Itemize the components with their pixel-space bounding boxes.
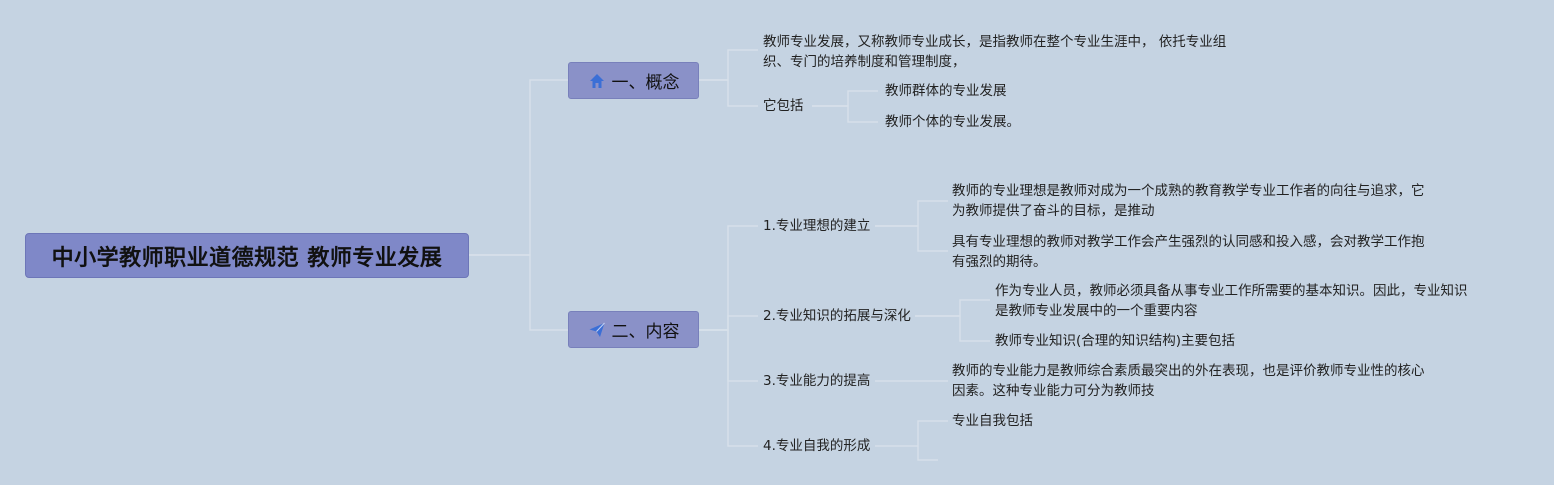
content-item-4[interactable]: 4.专业自我的形成 (763, 436, 870, 456)
branch-content-label: 二、内容 (611, 322, 680, 342)
content-item-2-label: 2.专业知识的拓展与深化 (763, 308, 911, 324)
content-item-4-label: 4.专业自我的形成 (763, 438, 871, 454)
concept-includes-label: 它包括 (763, 98, 804, 114)
item-1-detail-a-line2: 为教师提供了奋斗的目标，是推动 (952, 203, 1155, 219)
connector-includes-group (812, 90, 878, 107)
branch-content[interactable]: 二、内容 (568, 311, 699, 348)
content-item-3-label: 3.专业能力的提高 (763, 373, 871, 389)
item-2-detail-a-line1: 作为专业人员，教师必须具备从事专业工作所需要的基本知识。因此，专业知识 (995, 283, 1468, 299)
branch-concept-label: 一、概念 (611, 73, 680, 93)
content-item-2[interactable]: 2.专业知识的拓展与深化 (763, 306, 911, 326)
concept-definition-line1: 教师专业发展，又称教师专业成长，是指教师在整个专业生涯中， 依托专业组 (763, 34, 1227, 50)
connector-includes-individual (812, 105, 878, 123)
item-4-detail-a-line1: 专业自我包括 (952, 413, 1033, 429)
content-item-1-label: 1.专业理想的建立 (763, 218, 871, 234)
item-2-detail-b[interactable]: 教师专业知识(合理的知识结构)主要包括 (995, 331, 1235, 351)
connector-1-b (875, 225, 948, 252)
connector-root-content (469, 254, 568, 331)
connector-4-tail (917, 446, 938, 461)
item-3-detail-a-line2: 因素。这种专业能力可分为教师技 (952, 383, 1155, 399)
concept-includes-individual-label: 教师个体的专业发展。 (885, 114, 1020, 130)
content-item-3[interactable]: 3.专业能力的提高 (763, 371, 870, 391)
concept-includes-group[interactable]: 教师群体的专业发展 (885, 81, 1007, 101)
connector-2-a (915, 299, 990, 317)
root-topic-label: 中小学教师职业道德规范 教师专业发展 (51, 245, 443, 271)
connector-2-b (915, 315, 990, 342)
connector-content-1 (699, 225, 758, 331)
item-1-detail-a-line1: 教师的专业理想是教师对成为一个成熟的教育教学专业工作者的向往与追求，它 (952, 183, 1425, 199)
root-topic[interactable]: 中小学教师职业道德规范 教师专业发展 (25, 233, 469, 278)
item-1-detail-a[interactable]: 教师的专业理想是教师对成为一个成熟的教育教学专业工作者的向往与追求，它 为教师提… (952, 181, 1425, 221)
paper-plane-icon (588, 321, 606, 339)
concept-definition-line2: 织、专门的培养制度和管理制度， (763, 54, 966, 70)
connector-4-a (875, 420, 948, 447)
home-icon (588, 72, 606, 90)
concept-definition[interactable]: 教师专业发展，又称教师专业成长，是指教师在整个专业生涯中， 依托专业组 织、专门… (763, 32, 1226, 72)
item-1-detail-b-line2: 有强烈的期待。 (952, 254, 1047, 270)
concept-includes[interactable]: 它包括 (763, 96, 804, 116)
connector-1-a (875, 200, 948, 227)
content-item-1[interactable]: 1.专业理想的建立 (763, 216, 870, 236)
item-2-detail-b-line1: 教师专业知识(合理的知识结构)主要包括 (995, 333, 1236, 349)
connector-content-4 (699, 329, 758, 447)
item-2-detail-a-line2: 是教师专业发展中的一个重要内容 (995, 303, 1198, 319)
concept-includes-individual[interactable]: 教师个体的专业发展。 (885, 112, 1020, 132)
item-3-detail-a-line1: 教师的专业能力是教师综合素质最突出的外在表现，也是评价教师专业性的核心 (952, 363, 1425, 379)
item-1-detail-b-line1: 具有专业理想的教师对教学工作会产生强烈的认同感和投入感，会对教学工作抱 (952, 234, 1425, 250)
item-4-detail-a[interactable]: 专业自我包括 (952, 411, 1033, 431)
concept-includes-group-label: 教师群体的专业发展 (885, 83, 1007, 99)
item-2-detail-a[interactable]: 作为专业人员，教师必须具备从事专业工作所需要的基本知识。因此，专业知识 是教师专… (995, 281, 1468, 321)
branch-concept[interactable]: 一、概念 (568, 62, 699, 99)
connector-root-concept (469, 79, 568, 256)
connector-concept-def (699, 49, 758, 81)
item-3-detail-a[interactable]: 教师的专业能力是教师综合素质最突出的外在表现，也是评价教师专业性的核心 因素。这… (952, 361, 1425, 401)
item-1-detail-b[interactable]: 具有专业理想的教师对教学工作会产生强烈的认同感和投入感，会对教学工作抱 有强烈的… (952, 232, 1425, 272)
connector-concept-includes (699, 79, 758, 107)
connector-content-2 (699, 315, 758, 331)
